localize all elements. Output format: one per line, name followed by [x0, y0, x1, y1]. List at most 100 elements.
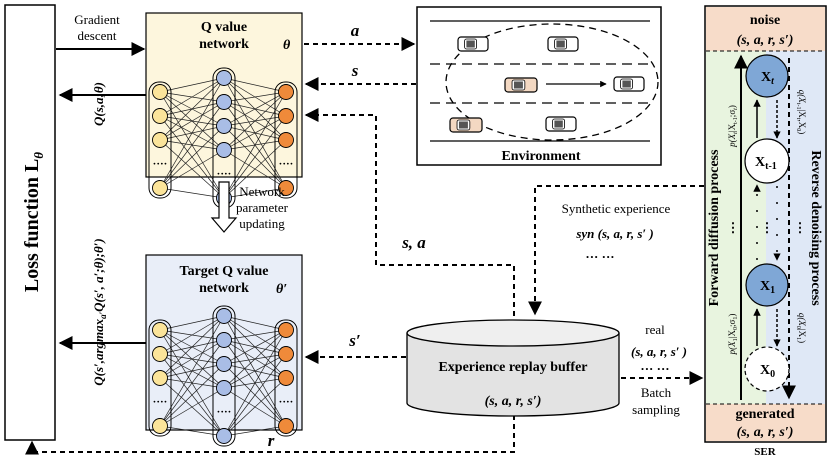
sa-label: s, a [401, 233, 426, 252]
loss-function-label: Loss function Lθ [21, 152, 46, 292]
q-network-title: Q value [201, 20, 247, 35]
target-output-label: Q(s′,argmaxa′Q(s′, a′;θ);θ′) [91, 238, 108, 385]
target-net-neuron [216, 380, 232, 396]
sampling-label: sampling [632, 402, 680, 417]
ser-noise-band [706, 7, 825, 51]
batch-label: Batch [641, 385, 672, 400]
car-ego-roof [513, 81, 523, 89]
target-network-title-2: network [199, 281, 249, 296]
target-net-neuron [278, 370, 294, 386]
q-net-edge [223, 91, 287, 151]
target-net-ellipsis: ···· [153, 396, 168, 408]
ser-generated-band [706, 404, 825, 441]
buffer-cylinder-top [406, 319, 620, 347]
target-net-neuron [216, 308, 232, 324]
node-xt1 [744, 138, 790, 184]
sa-path [304, 108, 515, 325]
gradient-label-2: descent [78, 28, 117, 43]
synthetic-tuple: syn (s, a, r, s′ ) [575, 226, 653, 241]
update-label-3: updating [239, 216, 285, 231]
q-net-neuron [152, 108, 168, 124]
state-label: s [351, 61, 359, 80]
target-net-edge [223, 377, 287, 437]
target-net-ellipsis: ···· [217, 406, 232, 418]
q-net-neuron [152, 132, 168, 148]
q-top-label: q(Xt-1|Xt,X0) [795, 90, 807, 134]
target-net-ellipsis: ···· [279, 396, 294, 408]
target-net-neuron [278, 418, 294, 434]
target-net-edge [223, 329, 287, 341]
reward-path [25, 415, 515, 455]
agent-region-ellipse [445, 23, 659, 141]
car-lane1-a-roof [466, 40, 475, 48]
update-hollow-arrow [210, 181, 238, 233]
target-net-neuron [278, 322, 294, 338]
synthetic-dots: ··· ··· [585, 249, 614, 264]
target-net-neuron [216, 332, 232, 348]
q-net-neuron [216, 142, 232, 158]
p-top-label: p(Xt|Xt-1;σt) [727, 105, 739, 148]
q-net-neuron [278, 84, 294, 100]
target-net-neuron [216, 428, 232, 444]
q-net-ellipsis: ···· [153, 158, 168, 170]
ser-noise-tuple: (s, a, r, s′) [737, 33, 794, 48]
target-net-edge [223, 329, 287, 389]
target-net-edge [223, 329, 287, 437]
q-net-neuron [152, 84, 168, 100]
car-lane2-a-roof [622, 80, 631, 88]
ser-forward-band [706, 51, 766, 404]
vdots-middle: ⋮ [761, 220, 774, 235]
vdots-reverse: ⋮ [794, 220, 807, 235]
q-net-edge [223, 91, 287, 127]
q-net-layer-outline [274, 81, 298, 199]
node-x0 [744, 346, 790, 392]
action-label: a [351, 21, 360, 40]
node-xt-label: Xt [761, 70, 775, 87]
q-net-ellipsis: ···· [279, 158, 294, 170]
target-network-title: Target Q value [180, 264, 269, 279]
buffer-tuple: (s, a, r, s′) [485, 394, 542, 409]
q-net-neuron [278, 108, 294, 124]
target-network-graph: ···· ···· ···· [148, 305, 298, 447]
target-net-neuron [152, 346, 168, 362]
buffer-cylinder-body [406, 333, 620, 417]
q-net-neuron [216, 70, 232, 86]
synthetic-path [528, 185, 704, 316]
q-net-ellipsis: ···· [217, 168, 232, 180]
q-network-theta: θ [283, 38, 291, 53]
update-label: Network [239, 184, 285, 199]
q-net-neuron [216, 118, 232, 134]
reverse-process-label: Reverse denoising process [808, 150, 823, 306]
ser-noise-label: noise [750, 13, 780, 28]
synthetic-label: Synthetic experience [562, 201, 671, 216]
real-label: real [645, 322, 665, 337]
q-network-title-2: network [199, 37, 249, 52]
q-net-edge [223, 91, 287, 103]
car-lane1-b-roof [556, 40, 565, 48]
environment-label: Environment [501, 149, 580, 164]
target-net-neuron [152, 370, 168, 386]
forward-process-label: Forward diffusion process [707, 149, 722, 306]
target-net-neuron [152, 322, 168, 338]
target-network-theta: θ′ [276, 282, 287, 297]
buffer-title: Experience replay buffer [438, 360, 587, 375]
q-net-layer-outline [148, 81, 172, 199]
target-net-layer-outline [212, 305, 236, 447]
node-x1-label: X1 [760, 279, 775, 296]
target-net-neuron [152, 418, 168, 434]
node-x1 [745, 263, 789, 307]
target-net-layer-outline [148, 319, 172, 437]
ser-name: SER [754, 446, 776, 458]
target-net-edge [223, 425, 287, 437]
loss-function-box [4, 4, 56, 441]
q-net-edge [223, 139, 287, 199]
real-tuple: (s, a, r, s′ ) [631, 344, 687, 359]
target-net-neuron [278, 346, 294, 362]
p-bot-label: p(X1|X0;σ1) [727, 314, 739, 356]
update-label-2: parameter [236, 200, 289, 215]
gradient-label: Gradient [74, 12, 120, 27]
target-net-neuron [216, 356, 232, 372]
car-lane3-b-roof [554, 120, 563, 128]
